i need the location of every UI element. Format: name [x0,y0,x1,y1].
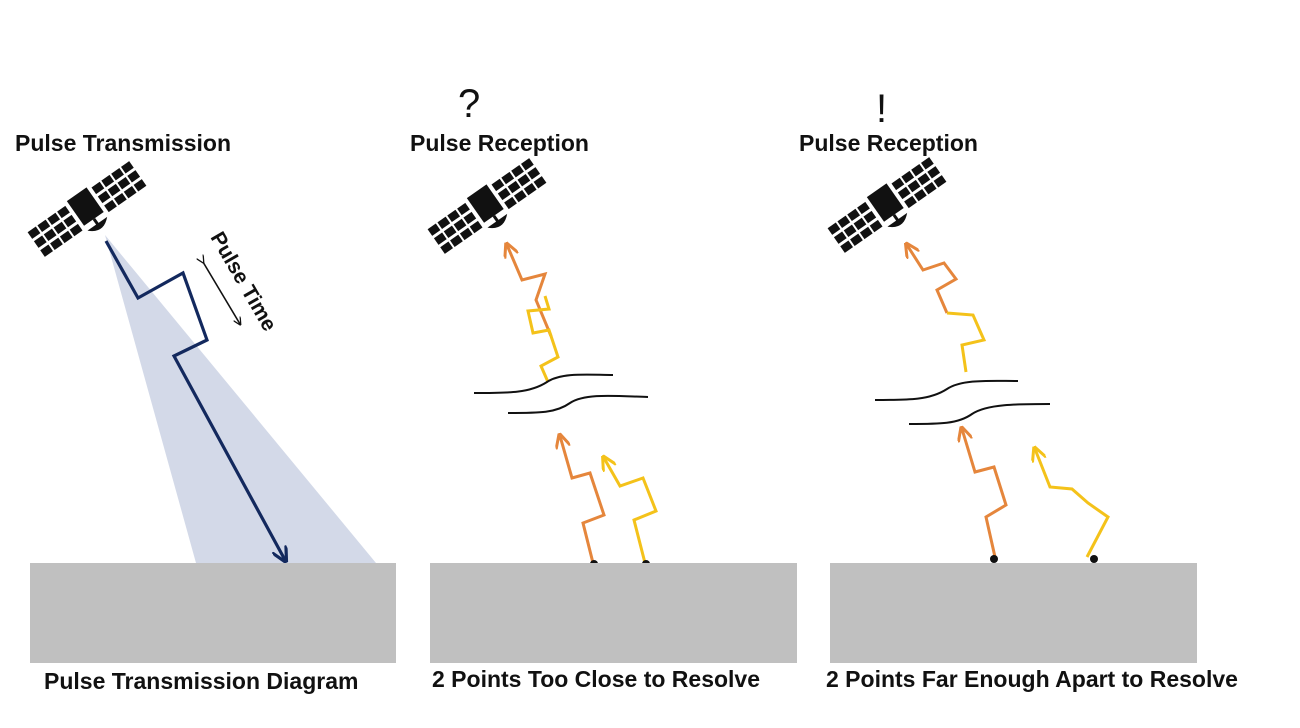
panel-pulse-transmission: Pulse Transmission Pulse Time Pulse Tran… [15,130,396,694]
exclamation-mark-icon: ! [876,87,887,131]
distance-break-line [473,373,614,394]
panel-caption: 2 Points Far Enough Apart to Resolve [826,666,1238,692]
return-pulse-yellow [1035,449,1110,558]
received-pulse-yellow [526,295,560,383]
ground-surface [30,563,396,663]
ground-surface [430,563,797,663]
pulse-waveform [104,240,285,560]
received-pulse-yellow [946,311,987,373]
panel-far-enough: ! Pulse Reception 2 Points Far Enough Ap… [799,87,1238,692]
panel-caption: 2 Points Too Close to Resolve [432,666,760,692]
double-arrow-icon [203,262,240,324]
return-pulse-yellow [604,458,658,564]
distance-break-line [908,403,1051,425]
panel-title: Pulse Reception [799,130,978,156]
received-pulse-orange [507,245,553,337]
ground-point [1090,555,1098,563]
return-pulse-orange [962,429,1008,558]
return-pulse-orange [560,436,606,564]
distance-break-line [874,379,1019,401]
radar-beam [105,235,376,563]
panel-caption: Pulse Transmission Diagram [44,668,358,694]
distance-break-line [507,394,649,414]
received-pulse-orange [907,245,959,314]
satellite-icon [24,157,154,266]
ground-surface [830,563,1197,663]
satellite-icon [824,153,954,262]
pulse-time-label: Pulse Time [206,228,281,335]
panel-title: Pulse Transmission [15,130,231,156]
ground-point [990,555,998,563]
satellite-icon [424,154,554,263]
panel-title: Pulse Reception [410,130,589,156]
question-mark-icon: ? [458,82,480,126]
panel-too-close: ? Pulse Reception 2 Points Too Close to … [410,82,797,692]
